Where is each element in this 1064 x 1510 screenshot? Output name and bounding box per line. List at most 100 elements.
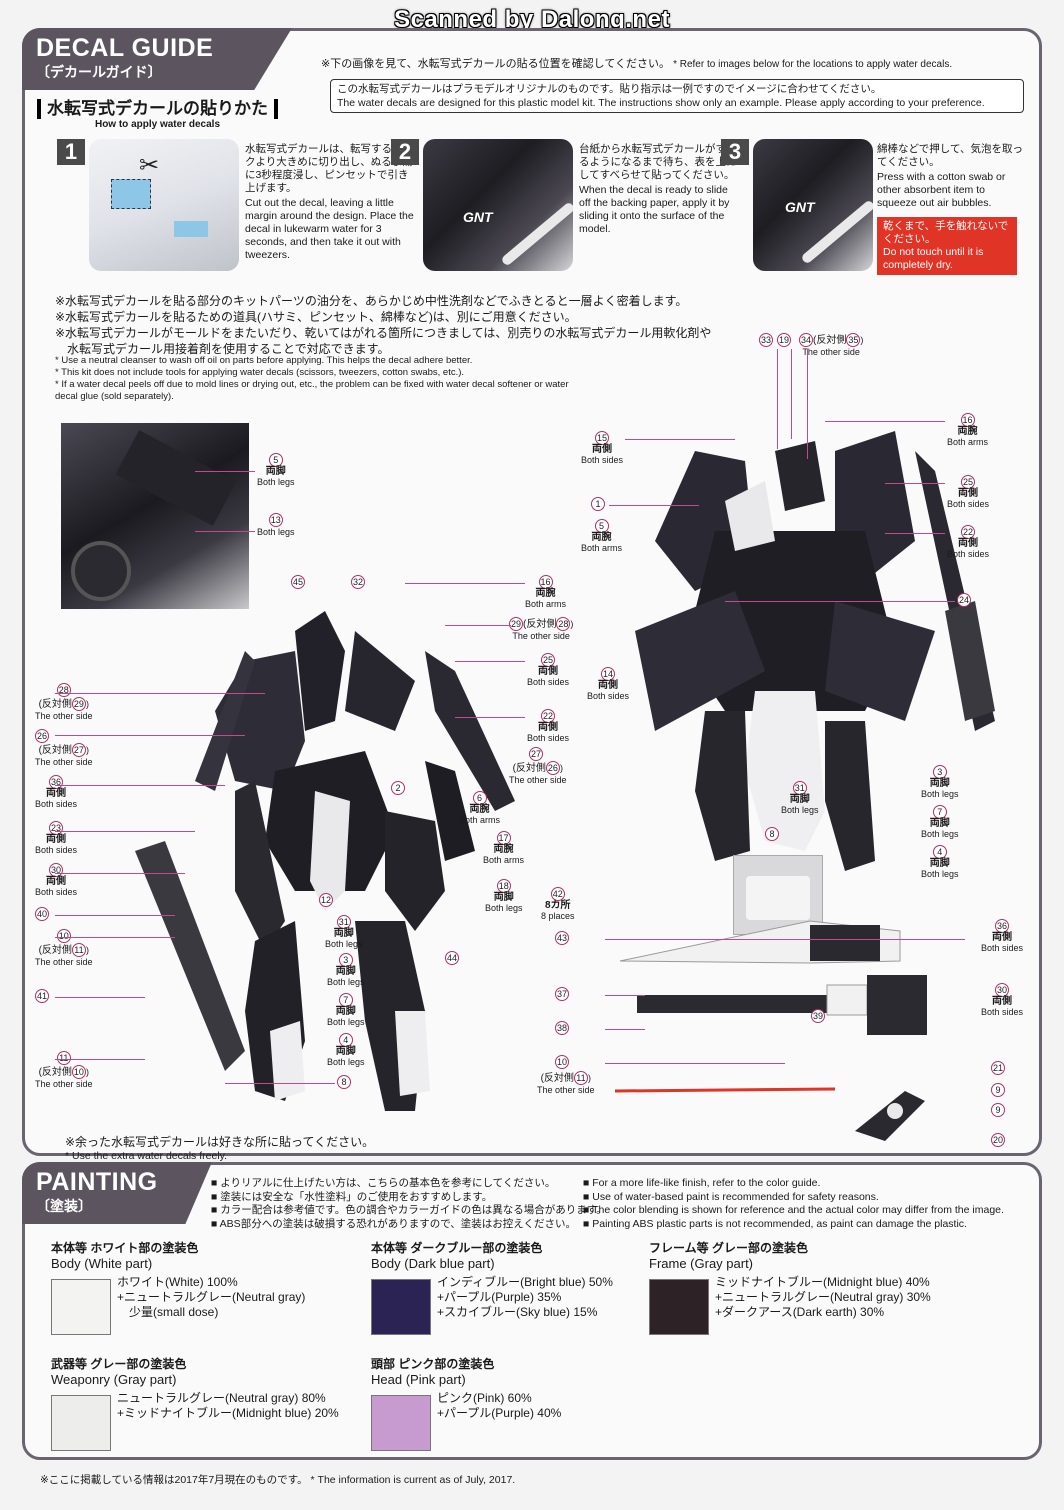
howto-heading: 水転写式デカールの貼りかた How to apply water decals	[37, 99, 278, 130]
leader-line	[625, 439, 735, 440]
leader-line	[55, 873, 185, 874]
leg-closeup-photo	[61, 423, 249, 609]
leader-line	[225, 1083, 335, 1084]
leader-line	[609, 505, 699, 506]
color-swatch	[371, 1279, 431, 1335]
leader-line	[55, 1059, 145, 1060]
callout-8-back: 8	[765, 827, 779, 841]
callout-24: 24	[957, 593, 971, 607]
leader-line	[55, 997, 145, 998]
mech-back-figure	[635, 431, 995, 871]
callout-37: 37	[555, 987, 569, 1001]
color-group-weaponry-gray: 武器等 グレー部の塗装色 Weaponry (Gray part) ニュートラル…	[51, 1355, 371, 1455]
callout-8: 8	[337, 1075, 351, 1089]
callout-9a: 9	[991, 1083, 1005, 1097]
callout-44: 44	[445, 951, 459, 965]
notice-box: この水転写式デカールはプラモデルオリジナルのものです。貼り指示は一例ですのでイメ…	[330, 79, 1024, 113]
notes-jp: ※水転写式デカールを貼る部分のキットパーツの油分を、あらかじめ中性洗剤などでふき…	[55, 294, 712, 356]
intro-line: ※下の画像を見て、水転写式デカールの貼る位置を確認してください。 * Refer…	[321, 58, 953, 70]
step-2-illustration: GNT	[423, 139, 573, 271]
leader-line	[885, 533, 945, 534]
step-1-text: 水転写式デカールは、転写するマークより大きめに切り出し、ぬるま湯に3秒程度浸し、…	[245, 143, 414, 261]
callout-38: 38	[555, 1021, 569, 1035]
step-3-text: 綿棒などで押して、気泡を取ってください。 Press with a cotton…	[877, 143, 1023, 209]
callout-19: 19	[777, 333, 791, 347]
callout-39: 39	[811, 1009, 825, 1023]
extra-decals-note: ※余った水転写式デカールは好きな所に貼ってください。 * Use the ext…	[65, 1135, 375, 1162]
decal-guide-title: DECAL GUIDE	[36, 34, 214, 62]
step-2-text: 台紙から水転写式デカールがすべるようになるまで待ち、表を上にしてすべらせて貼って…	[579, 143, 737, 235]
color-group-body-dark-blue: 本体等 ダークブルー部の塗装色 Body (Dark blue part) イン…	[371, 1239, 661, 1339]
leader-line	[55, 735, 245, 736]
decal-guide-tab: DECAL GUIDE 〔デカールガイド〕	[22, 28, 292, 90]
gnt-decal: GNT	[785, 199, 815, 215]
leader-line	[445, 625, 511, 626]
callout-33: 33	[759, 333, 773, 347]
painting-notes-jp: ■ よりリアルに仕上げたい方は、こちらの基本色を参考にしてください。 ■ 塗装に…	[211, 1177, 607, 1230]
color-swatch	[371, 1395, 431, 1451]
painting-subtitle: 〔塗装〕	[36, 1198, 92, 1214]
leader-line	[777, 349, 778, 449]
leader-line	[825, 421, 945, 422]
gnt-decal: GNT	[463, 209, 493, 225]
color-swatch	[649, 1279, 709, 1335]
cotton-swab-icon	[500, 201, 573, 267]
callout-40: 40	[35, 907, 49, 921]
color-group-head-pink: 頭部 ピンク部の塗装色 Head (Pink part) ピンク(Pink) 6…	[371, 1355, 661, 1455]
callout-20: 20	[991, 1133, 1005, 1147]
leader-line	[55, 785, 225, 786]
callout-12: 12	[319, 893, 333, 907]
leader-line	[791, 349, 792, 439]
painting-tab: PAINTING 〔塗装〕	[22, 1162, 212, 1224]
callout-26: 26	[35, 729, 49, 743]
leader-line	[55, 693, 265, 694]
leader-line	[55, 937, 175, 938]
callout-21: 21	[991, 1061, 1005, 1075]
callout-10-weapon: 10	[555, 1055, 569, 1069]
leader-line	[55, 831, 195, 832]
leader-line	[725, 601, 955, 602]
leader-line	[605, 1063, 785, 1064]
leader-line	[885, 483, 945, 484]
color-group-frame-gray: フレーム等 グレー部の塗装色 Frame (Gray part) ミッドナイトブ…	[649, 1239, 1029, 1339]
callout-2: 2	[391, 781, 405, 795]
step-1-illustration: ✂	[89, 139, 239, 271]
step-number: 2	[391, 139, 419, 165]
warning-box: 乾くまで、手を触れないでください。 Do not touch until it …	[877, 217, 1017, 275]
decal-guide-panel: DECAL GUIDE 〔デカールガイド〕 ※下の画像を見て、水転写式デカールの…	[22, 28, 1042, 1162]
callout-27: 27	[529, 747, 543, 761]
rifle-figure	[637, 975, 927, 1035]
leader-line	[455, 661, 525, 662]
footer-note: ※ここに掲載している情報は2017年7月現在のものです。 * The infor…	[40, 1474, 516, 1486]
leader-line	[195, 531, 255, 532]
leader-line	[605, 995, 645, 996]
head-closeup-photo	[733, 855, 823, 935]
shield-figure	[615, 1087, 925, 1141]
step-number: 3	[721, 139, 749, 165]
